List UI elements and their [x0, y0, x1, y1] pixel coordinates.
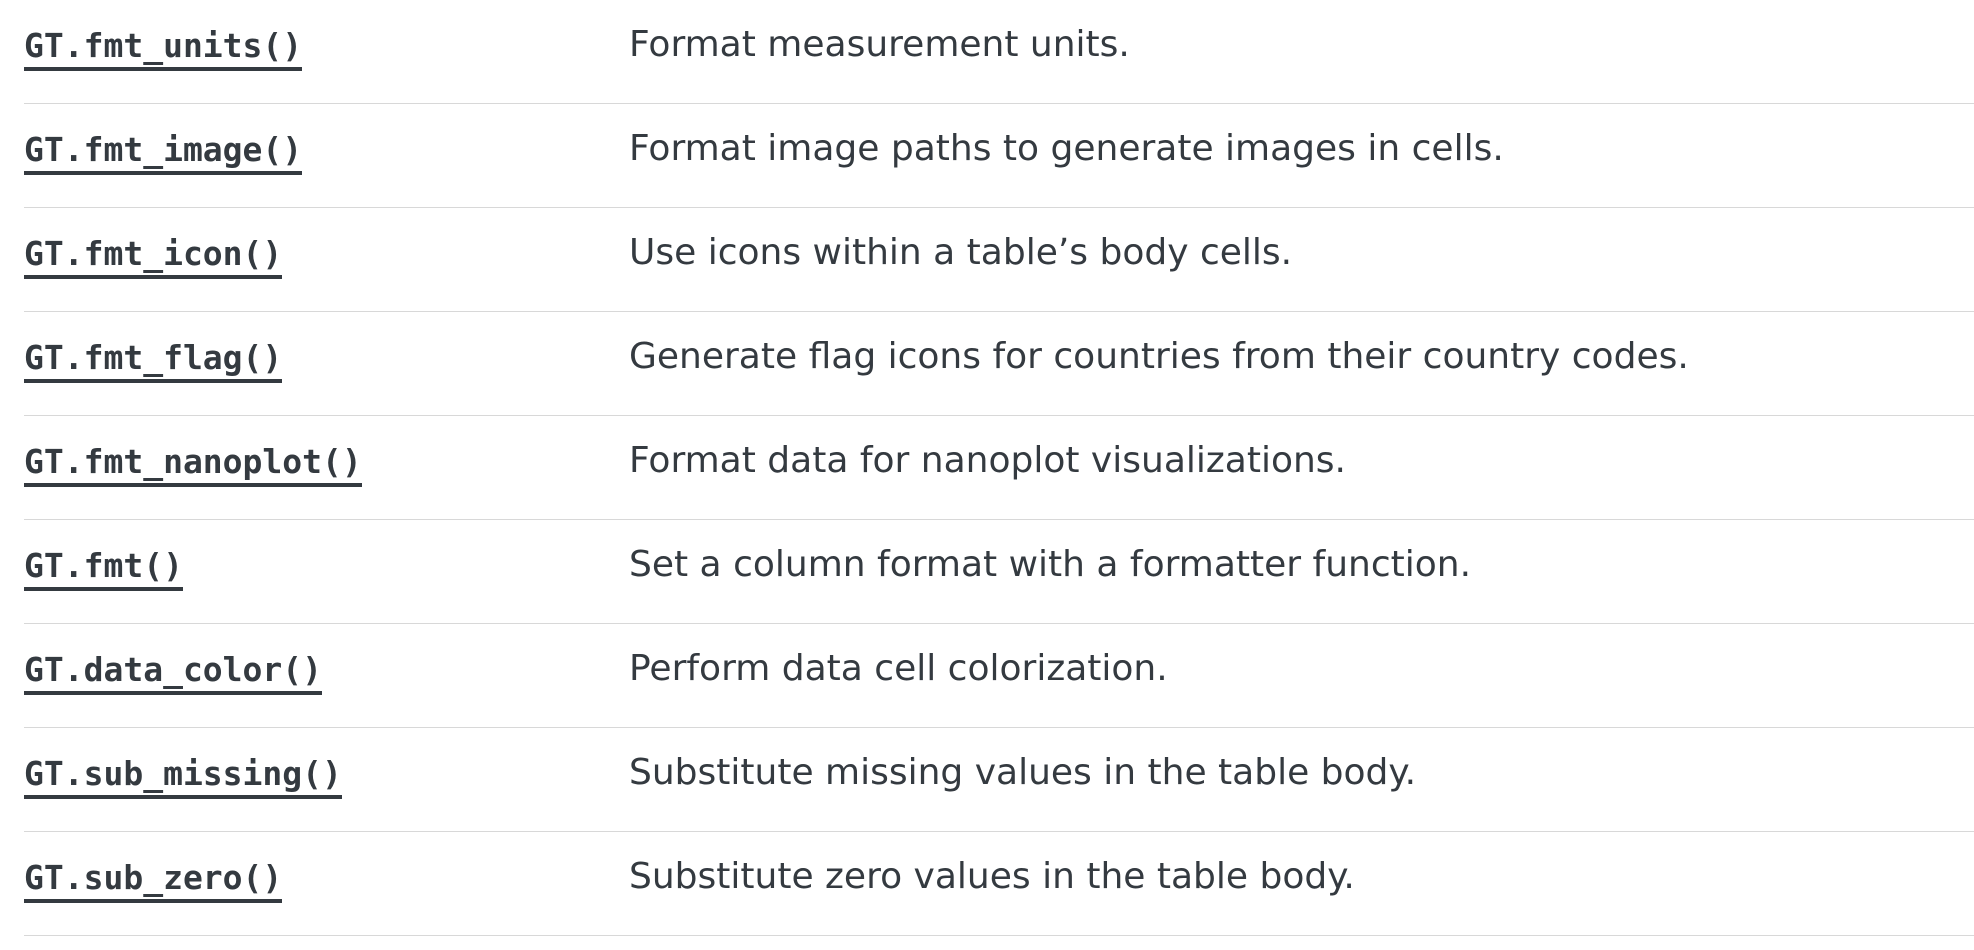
- table-row: GT.fmt_units() Format measurement units.: [24, 0, 1974, 104]
- function-description: Format image paths to generate images in…: [629, 128, 1504, 169]
- table-row: GT.sub_missing() Substitute missing valu…: [24, 728, 1974, 832]
- function-description: Set a column format with a formatter fun…: [629, 544, 1472, 585]
- function-link-fmt-icon[interactable]: GT.fmt_icon(): [24, 234, 283, 279]
- table-row: GT.fmt_image() Format image paths to gen…: [24, 104, 1974, 208]
- function-link-sub-missing[interactable]: GT.sub_missing(): [24, 754, 342, 799]
- reference-table: GT.fmt_units() Format measurement units.…: [24, 0, 1974, 936]
- function-description: Format measurement units.: [629, 24, 1130, 65]
- function-description: Perform data cell colorization.: [629, 648, 1168, 689]
- function-link-data-color[interactable]: GT.data_color(): [24, 650, 323, 695]
- table-row: GT.sub_zero() Substitute zero values in …: [24, 832, 1974, 936]
- table-row: GT.fmt_icon() Use icons within a table’s…: [24, 208, 1974, 312]
- function-link-fmt-image[interactable]: GT.fmt_image(): [24, 130, 303, 175]
- function-link-fmt[interactable]: GT.fmt(): [24, 546, 183, 591]
- function-link-fmt-units[interactable]: GT.fmt_units(): [24, 26, 303, 71]
- table-row: GT.fmt_flag() Generate flag icons for co…: [24, 312, 1974, 416]
- function-link-fmt-nanoplot[interactable]: GT.fmt_nanoplot(): [24, 442, 362, 487]
- function-link-sub-zero[interactable]: GT.sub_zero(): [24, 858, 283, 903]
- table-row: GT.fmt() Set a column format with a form…: [24, 520, 1974, 624]
- function-link-fmt-flag[interactable]: GT.fmt_flag(): [24, 338, 283, 383]
- function-description: Substitute zero values in the table body…: [629, 856, 1355, 897]
- function-description: Format data for nanoplot visualizations.: [629, 440, 1346, 481]
- function-description: Generate flag icons for countries from t…: [629, 336, 1689, 377]
- function-description: Use icons within a table’s body cells.: [629, 232, 1293, 273]
- function-description: Substitute missing values in the table b…: [629, 752, 1417, 793]
- table-row: GT.fmt_nanoplot() Format data for nanopl…: [24, 416, 1974, 520]
- table-row: GT.data_color() Perform data cell colori…: [24, 624, 1974, 728]
